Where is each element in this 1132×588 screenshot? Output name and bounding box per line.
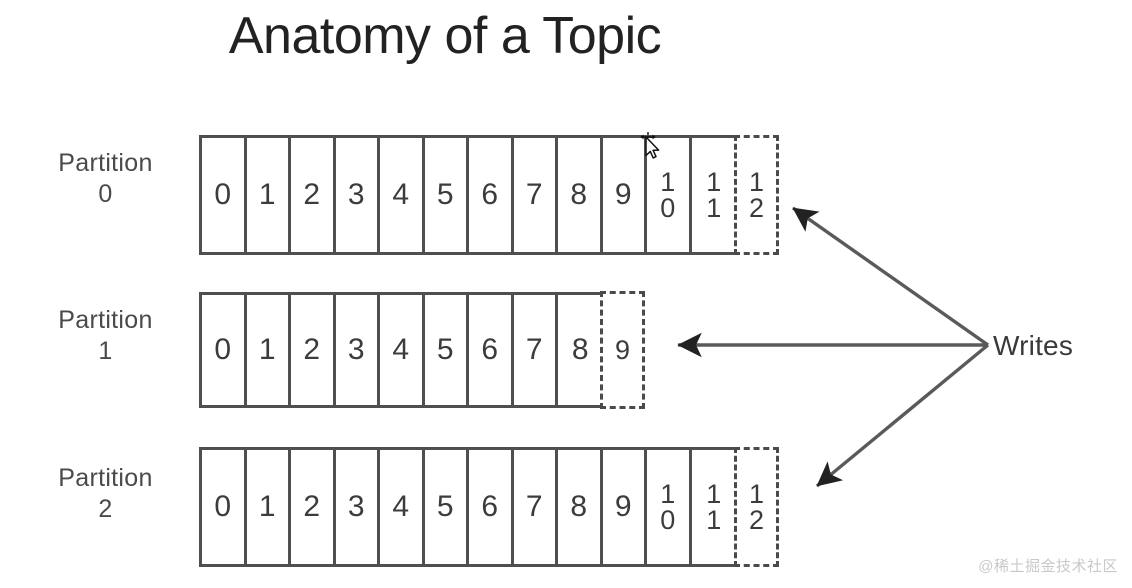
- partition-2-segments: 0 1 2 3 4 5 6 7 8 9 1 0 1 1: [199, 447, 739, 567]
- segment-cell: 0: [202, 138, 247, 252]
- segment-digit-upper: 1: [706, 478, 722, 509]
- partition-0-segments: 0 1 2 3 4 5 6 7 8 9 1 0 1 1: [199, 135, 739, 255]
- segment-cell: 9: [603, 138, 647, 252]
- segment-cell: 7: [514, 138, 558, 252]
- segment-cell: 1 0: [647, 450, 692, 564]
- segment-cell: 8: [558, 450, 603, 564]
- pending-digit-upper: 1: [748, 166, 765, 197]
- segment-digit-upper: 1: [660, 478, 676, 509]
- segment-cell: 1 0: [647, 138, 692, 252]
- watermark: @稀土掘金技术社区: [978, 558, 1118, 575]
- segment-cell: 1 1: [692, 450, 737, 564]
- partition-1-pending-cell: 9: [600, 291, 645, 409]
- segment-cell: 2: [291, 295, 336, 405]
- segment-cell: 5: [425, 450, 469, 564]
- segment-cell: 5: [425, 138, 469, 252]
- segment-cell: 4: [380, 295, 425, 405]
- partition-label-2-text: Partition: [58, 464, 153, 492]
- segment-cell: 6: [469, 450, 514, 564]
- page-title: Anatomy of a Topic: [228, 7, 662, 65]
- segment-cell: 1 1: [692, 138, 737, 252]
- segment-digit-lower: 0: [660, 505, 676, 535]
- partition-label-2: Partition 2: [18, 463, 193, 524]
- segment-cell: 8: [571, 333, 589, 367]
- segment-cell: 7: [514, 450, 558, 564]
- segment-cell: 0: [202, 295, 247, 405]
- segment-cell: 2: [291, 138, 336, 252]
- segment-cell: 6: [469, 138, 514, 252]
- segment-cell: 9: [603, 450, 647, 564]
- segment-cell: 1: [247, 138, 291, 252]
- pending-digit-upper: 9: [614, 334, 631, 365]
- pending-digit-lower: 2: [748, 505, 765, 535]
- partition-label-1: Partition 1: [18, 305, 193, 366]
- segment-digit-upper: 1: [706, 166, 722, 197]
- segment-digit-lower: 0: [660, 193, 676, 223]
- segment-digit-lower: 1: [706, 193, 722, 223]
- partition-1-segments: 0 1 2 3 4 5 6 7 8: [199, 292, 606, 408]
- segment-cell: 2: [291, 450, 336, 564]
- segment-cell: 1: [247, 295, 291, 405]
- partition-0-pending-cell: 1 2: [734, 135, 779, 255]
- segment-cell: 8: [558, 138, 603, 252]
- segment-digit-lower: 1: [706, 505, 722, 535]
- partition-label-1-text: Partition: [58, 306, 153, 334]
- segment-cell: 4: [380, 450, 425, 564]
- segment-cell: 6: [469, 295, 514, 405]
- segment-cell: 5: [425, 295, 469, 405]
- segment-cell: 3: [336, 138, 380, 252]
- writes-arrow-to-partition-2: [815, 343, 990, 488]
- partition-label-1-number: 1: [98, 336, 113, 365]
- partition-label-2-number: 2: [98, 494, 113, 523]
- segment-cell: 3: [336, 295, 380, 405]
- segment-cell: 3: [336, 450, 380, 564]
- partition-label-0-text: Partition: [58, 149, 153, 177]
- arrow-pointer-resize-cursor: [640, 132, 660, 159]
- writes-label: Writes: [993, 330, 1074, 361]
- segment-cell: 1: [247, 450, 291, 564]
- writes-arrow-to-partition-0: [792, 206, 989, 347]
- pending-digit-upper: 1: [748, 478, 765, 509]
- segment-digit-upper: 1: [660, 166, 676, 197]
- partition-2-pending-cell: 1 2: [734, 447, 779, 567]
- partition-label-0: Partition 0: [18, 148, 193, 209]
- partition-label-0-number: 0: [98, 179, 113, 208]
- segment-cell: 7: [514, 295, 558, 405]
- segment-cell: 0: [202, 450, 247, 564]
- segment-cell: 4: [380, 138, 425, 252]
- pending-digit-lower: 2: [748, 193, 765, 223]
